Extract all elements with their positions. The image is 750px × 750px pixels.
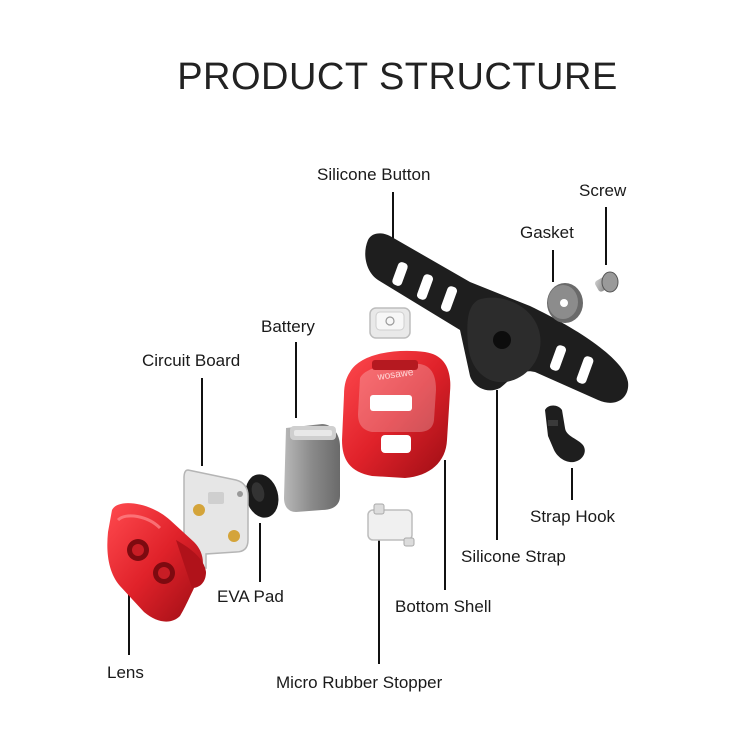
leader-lines	[128, 192, 607, 664]
bottom-shell-part: wosawe	[342, 350, 451, 478]
gasket-part	[547, 283, 583, 323]
battery-part	[284, 424, 340, 512]
label-lens: Lens	[107, 663, 144, 682]
label-battery: Battery	[261, 317, 315, 336]
silicone-strap	[365, 233, 629, 403]
label-bottom-shell: Bottom Shell	[395, 597, 492, 616]
label-silicone-button: Silicone Button	[317, 165, 431, 184]
lens-part	[107, 503, 206, 622]
label-screw: Screw	[579, 181, 627, 200]
micro-rubber-stopper-part	[367, 503, 415, 547]
label-eva-pad: EVA Pad	[217, 587, 284, 606]
strap-hook-part	[545, 405, 585, 463]
label-micro-rubber-stopper: Micro Rubber Stopper	[276, 673, 443, 692]
label-strap-hook: Strap Hook	[530, 507, 616, 526]
circuit-board-part	[183, 469, 249, 569]
label-circuit-board: Circuit Board	[142, 351, 241, 370]
screw-part	[595, 271, 619, 293]
label-gasket: Gasket	[520, 223, 574, 242]
page-title: PRODUCT STRUCTURE	[177, 56, 618, 98]
silicone-button-part	[369, 307, 411, 339]
eva-pad-part	[245, 474, 279, 518]
brand-mark: wosawe	[376, 367, 415, 383]
label-silicone-strap: Silicone Strap	[461, 547, 566, 566]
